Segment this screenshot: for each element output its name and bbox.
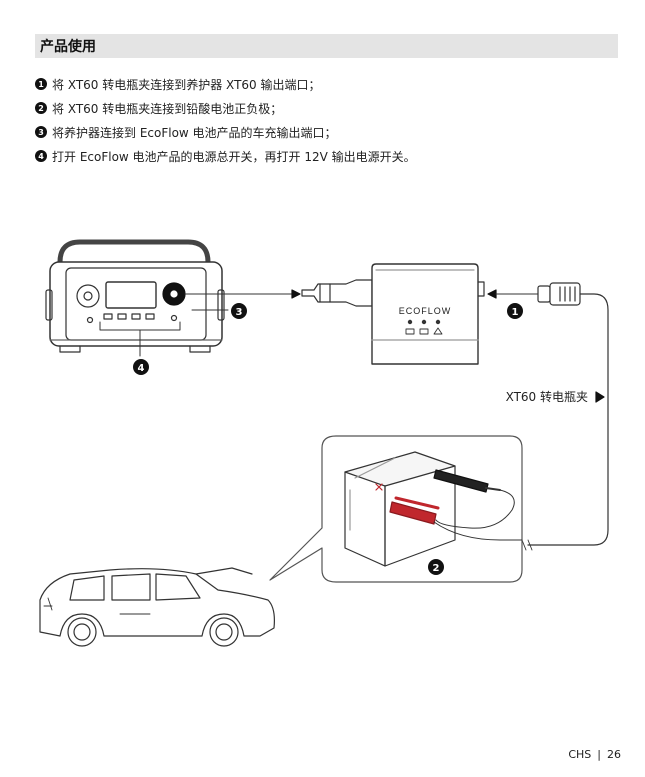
page-footer: CHS | 26 bbox=[568, 748, 621, 761]
step-item: 3 将养护器连接到 EcoFlow 电池产品的车充输出端口； bbox=[35, 120, 625, 144]
step-number-badge: 3 bbox=[35, 126, 47, 138]
power-station-illustration bbox=[45, 239, 225, 353]
red-clamp-illustration bbox=[375, 483, 440, 525]
arrow-left-icon bbox=[291, 289, 301, 299]
battery-maintainer-illustration bbox=[371, 263, 485, 365]
callout-4: 4 bbox=[133, 359, 149, 375]
step-item: 2 将 XT60 转电瓶夹连接到铅酸电池正负极； bbox=[35, 96, 625, 120]
step-number-badge: 2 bbox=[35, 102, 47, 114]
cable-label: XT60 转电瓶夹 bbox=[506, 389, 588, 404]
step-item: 1 将 XT60 转电瓶夹连接到养护器 XT60 输出端口； bbox=[35, 72, 625, 96]
pointer-triangle-icon bbox=[595, 391, 605, 403]
svg-text:2: 2 bbox=[433, 563, 440, 574]
arrow-left-icon bbox=[487, 289, 497, 299]
svg-text:3: 3 bbox=[236, 307, 243, 318]
maintainer-brand-label: ECOFLOW bbox=[399, 306, 452, 316]
steps-list: 1 将 XT60 转电瓶夹连接到养护器 XT60 输出端口； 2 将 XT60 … bbox=[35, 72, 625, 168]
xt60-connector-illustration bbox=[537, 282, 581, 306]
step-text: 打开 EcoFlow 电池产品的电源总开关，再打开 12V 输出电源开关。 bbox=[52, 149, 416, 164]
footer-language: CHS bbox=[568, 748, 592, 761]
footer-separator: | bbox=[597, 748, 601, 761]
callout-1: 1 bbox=[507, 303, 523, 319]
car-battery-illustration bbox=[344, 451, 456, 567]
page-number: 26 bbox=[607, 748, 621, 761]
section-header: 产品使用 bbox=[35, 34, 618, 58]
svg-text:4: 4 bbox=[138, 363, 145, 374]
step-number-badge: 1 bbox=[35, 78, 47, 90]
car-charger-plug-illustration bbox=[301, 279, 373, 307]
callout-3: 3 bbox=[231, 303, 247, 319]
step-item: 4 打开 EcoFlow 电池产品的电源总开关，再打开 12V 输出电源开关。 bbox=[35, 144, 625, 168]
step-text: 将养护器连接到 EcoFlow 电池产品的车充输出端口； bbox=[52, 125, 337, 140]
black-clamp-illustration bbox=[433, 469, 501, 493]
step-text: 将 XT60 转电瓶夹连接到铅酸电池正负极； bbox=[52, 101, 283, 116]
section-title: 产品使用 bbox=[40, 39, 96, 55]
step-text: 将 XT60 转电瓶夹连接到养护器 XT60 输出端口； bbox=[52, 77, 321, 92]
svg-text:1: 1 bbox=[512, 307, 519, 318]
callout-2: 2 bbox=[428, 559, 444, 575]
step-number-badge: 4 bbox=[35, 150, 47, 162]
car-illustration bbox=[39, 567, 275, 647]
